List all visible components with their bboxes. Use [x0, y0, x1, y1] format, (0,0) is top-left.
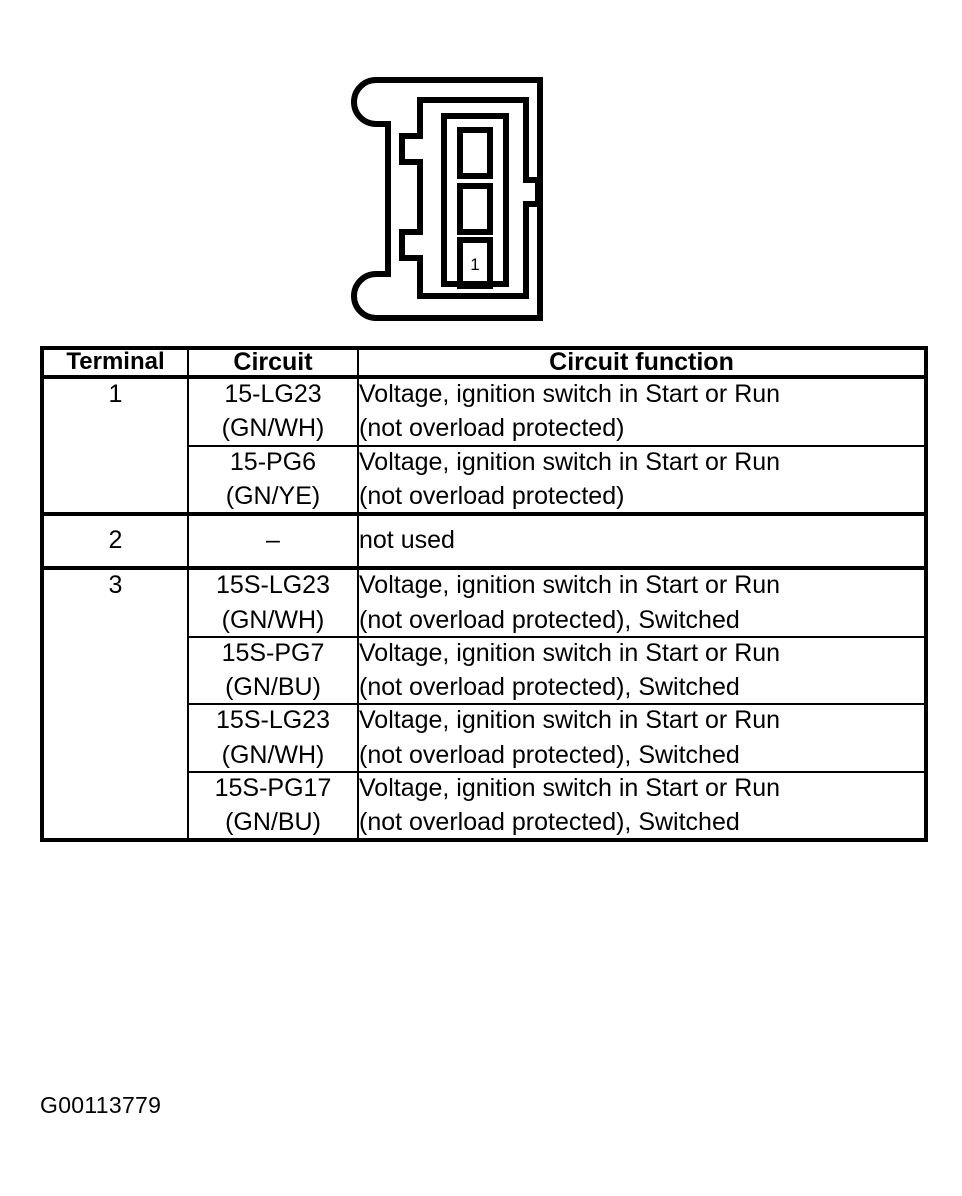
table-row: 3 15S-LG23 (GN/WH) Voltage, ignition swi…: [41, 566, 927, 842]
circuit-cell: 15S-LG23 (GN/WH): [187, 566, 359, 638]
table-row: 15S-PG17 (GN/BU) Voltage, ignition switc…: [42, 770, 927, 842]
circuit-function-cell: not used: [357, 511, 927, 570]
function-line-1: Voltage, ignition switch in Start or Run: [359, 773, 781, 802]
function-line-1: Voltage, ignition switch in Start or Run: [359, 706, 781, 735]
circuit-cell: 15S-LG23 (GN/WH): [187, 703, 359, 773]
circuit-code: 15-LG23: [224, 380, 322, 408]
circuit-function-cell: Voltage, ignition switch in Start or Run…: [357, 375, 927, 447]
circuit-code: –: [266, 526, 280, 554]
circuit-color-code: (GN/BU): [225, 673, 321, 701]
circuit-function-cell: Voltage, ignition switch in Start or Run…: [357, 770, 927, 842]
function-line-2: (not overload protected): [359, 481, 625, 510]
connector-diagram: 1: [340, 68, 560, 330]
circuit-cell: 15-PG6 (GN/YE): [187, 444, 359, 515]
connector-inner-wall: [399, 97, 541, 299]
function-line-1: Voltage, ignition switch in Start or Run: [359, 380, 781, 408]
function-line-1: not used: [359, 526, 455, 554]
circuit-color-code: (GN/YE): [225, 481, 321, 510]
circuit-code: 15S-LG23: [216, 571, 330, 600]
function-line-2: (not overload protected), Switched: [359, 673, 740, 701]
function-line-2: (not overload protected), Switched: [359, 740, 740, 769]
terminal-number-cell: 2: [41, 511, 189, 570]
terminal-table-container: Terminal Circuit Circuit function 1 15-L…: [40, 346, 928, 843]
circuit-cell: 15-LG23 (GN/WH): [187, 375, 359, 447]
table-row: 15S-PG7 (GN/BU) Voltage, ignition switch…: [42, 635, 927, 706]
cavity-1-label: 1: [470, 255, 479, 274]
circuit-cell: 15S-PG17 (GN/BU): [187, 770, 359, 842]
circuit-cell: –: [187, 511, 359, 570]
function-line-2: (not overload protected): [359, 414, 625, 443]
cavity-slot-3: [457, 127, 493, 179]
function-line-1: Voltage, ignition switch in Start or Run: [359, 638, 781, 667]
column-header-circuit: Circuit: [187, 347, 359, 378]
circuit-code: 15S-PG17: [214, 773, 332, 802]
circuit-color-code: (GN/WH): [221, 414, 325, 443]
terminal-number-cell: 3: [41, 566, 189, 842]
connector-outline-svg: 1: [351, 77, 543, 321]
circuit-function-cell: Voltage, ignition switch in Start or Run…: [357, 566, 927, 638]
function-line-1: Voltage, ignition switch in Start or Run: [359, 447, 781, 476]
table-body: 1 15-LG23 (GN/WH) Voltage, ignition swit…: [41, 375, 927, 842]
table-header: Terminal Circuit Circuit function: [41, 347, 927, 378]
circuit-color-code: (GN/BU): [225, 808, 321, 836]
table-row: 15S-LG23 (GN/WH) Voltage, ignition switc…: [42, 703, 927, 773]
function-line-2: (not overload protected), Switched: [359, 605, 740, 634]
table-row: 15-PG6 (GN/YE) Voltage, ignition switch …: [42, 444, 927, 515]
column-header-circuit-function: Circuit function: [357, 347, 927, 378]
terminal-number-cell: 1: [41, 375, 189, 515]
circuit-code: 15S-PG7: [221, 638, 325, 667]
function-line-2: (not overload protected), Switched: [359, 808, 740, 836]
circuit-function-cell: Voltage, ignition switch in Start or Run…: [357, 444, 927, 515]
function-line-1: Voltage, ignition switch in Start or Run: [359, 571, 781, 600]
table-row: 1 15-LG23 (GN/WH) Voltage, ignition swit…: [41, 375, 927, 515]
table-row: 2 – not used: [41, 511, 927, 570]
header-row: Terminal Circuit Circuit function: [41, 347, 927, 378]
figure-id-caption: G00113779: [40, 1092, 162, 1118]
cavity-slot-2: [457, 183, 493, 235]
circuit-color-code: (GN/WH): [221, 605, 325, 634]
circuit-cell: 15S-PG7 (GN/BU): [187, 635, 359, 706]
cavity-slot-1: [457, 237, 493, 289]
terminal-pinout-table: Terminal Circuit Circuit function 1 15-L…: [40, 346, 928, 843]
circuit-function-cell: Voltage, ignition switch in Start or Run…: [357, 635, 927, 706]
column-header-terminal: Terminal: [41, 347, 189, 378]
connector-housing-outline: [351, 77, 543, 321]
circuit-code: 15-PG6: [229, 447, 317, 476]
circuit-function-cell: Voltage, ignition switch in Start or Run…: [357, 703, 927, 773]
circuit-color-code: (GN/WH): [221, 740, 325, 769]
circuit-code: 15S-LG23: [216, 706, 330, 735]
